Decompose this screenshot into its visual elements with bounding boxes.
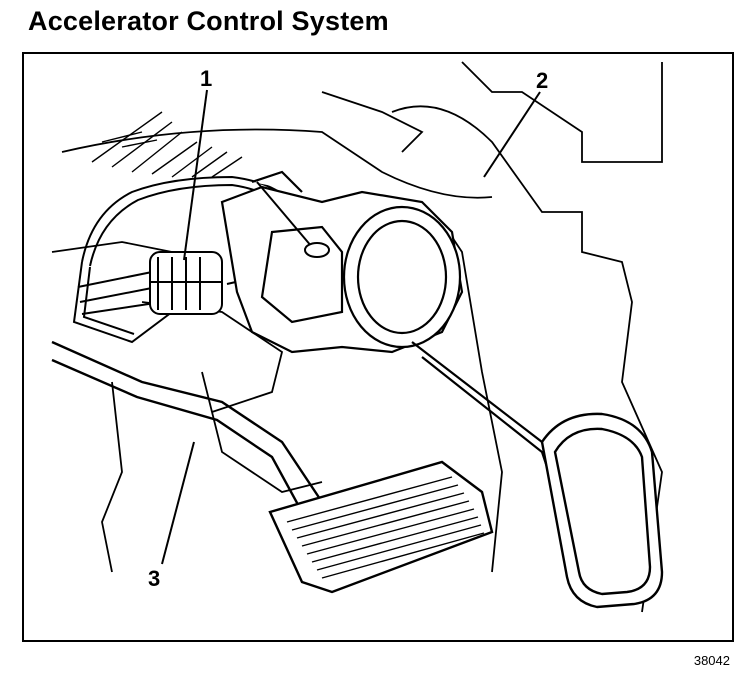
mounting-screw — [256, 181, 330, 258]
accelerator-pedal-pad — [540, 412, 664, 609]
callout-1-label: 1 — [200, 66, 212, 91]
brake-pedal-pad — [268, 460, 494, 594]
brake-lever — [51, 340, 323, 513]
leader-lines — [161, 89, 541, 565]
page-title: Accelerator Control System — [28, 6, 389, 36]
callout-2-leader — [483, 91, 541, 178]
figure-id: 38042 — [693, 653, 730, 668]
callout-3-label: 3 — [148, 566, 160, 591]
callout-3-leader — [161, 441, 195, 565]
diagram-frame: 1 2 3 — [22, 52, 734, 642]
pedal-module — [220, 170, 464, 354]
tps-connector — [149, 251, 223, 315]
harness-fan — [91, 111, 243, 178]
dash-panel — [51, 61, 663, 613]
accelerator-illustration: 1 2 3 — [22, 52, 734, 642]
callout-2-label: 2 — [536, 68, 548, 93]
callout-1-leader — [183, 89, 208, 261]
brake-pad-ribs — [286, 476, 485, 579]
